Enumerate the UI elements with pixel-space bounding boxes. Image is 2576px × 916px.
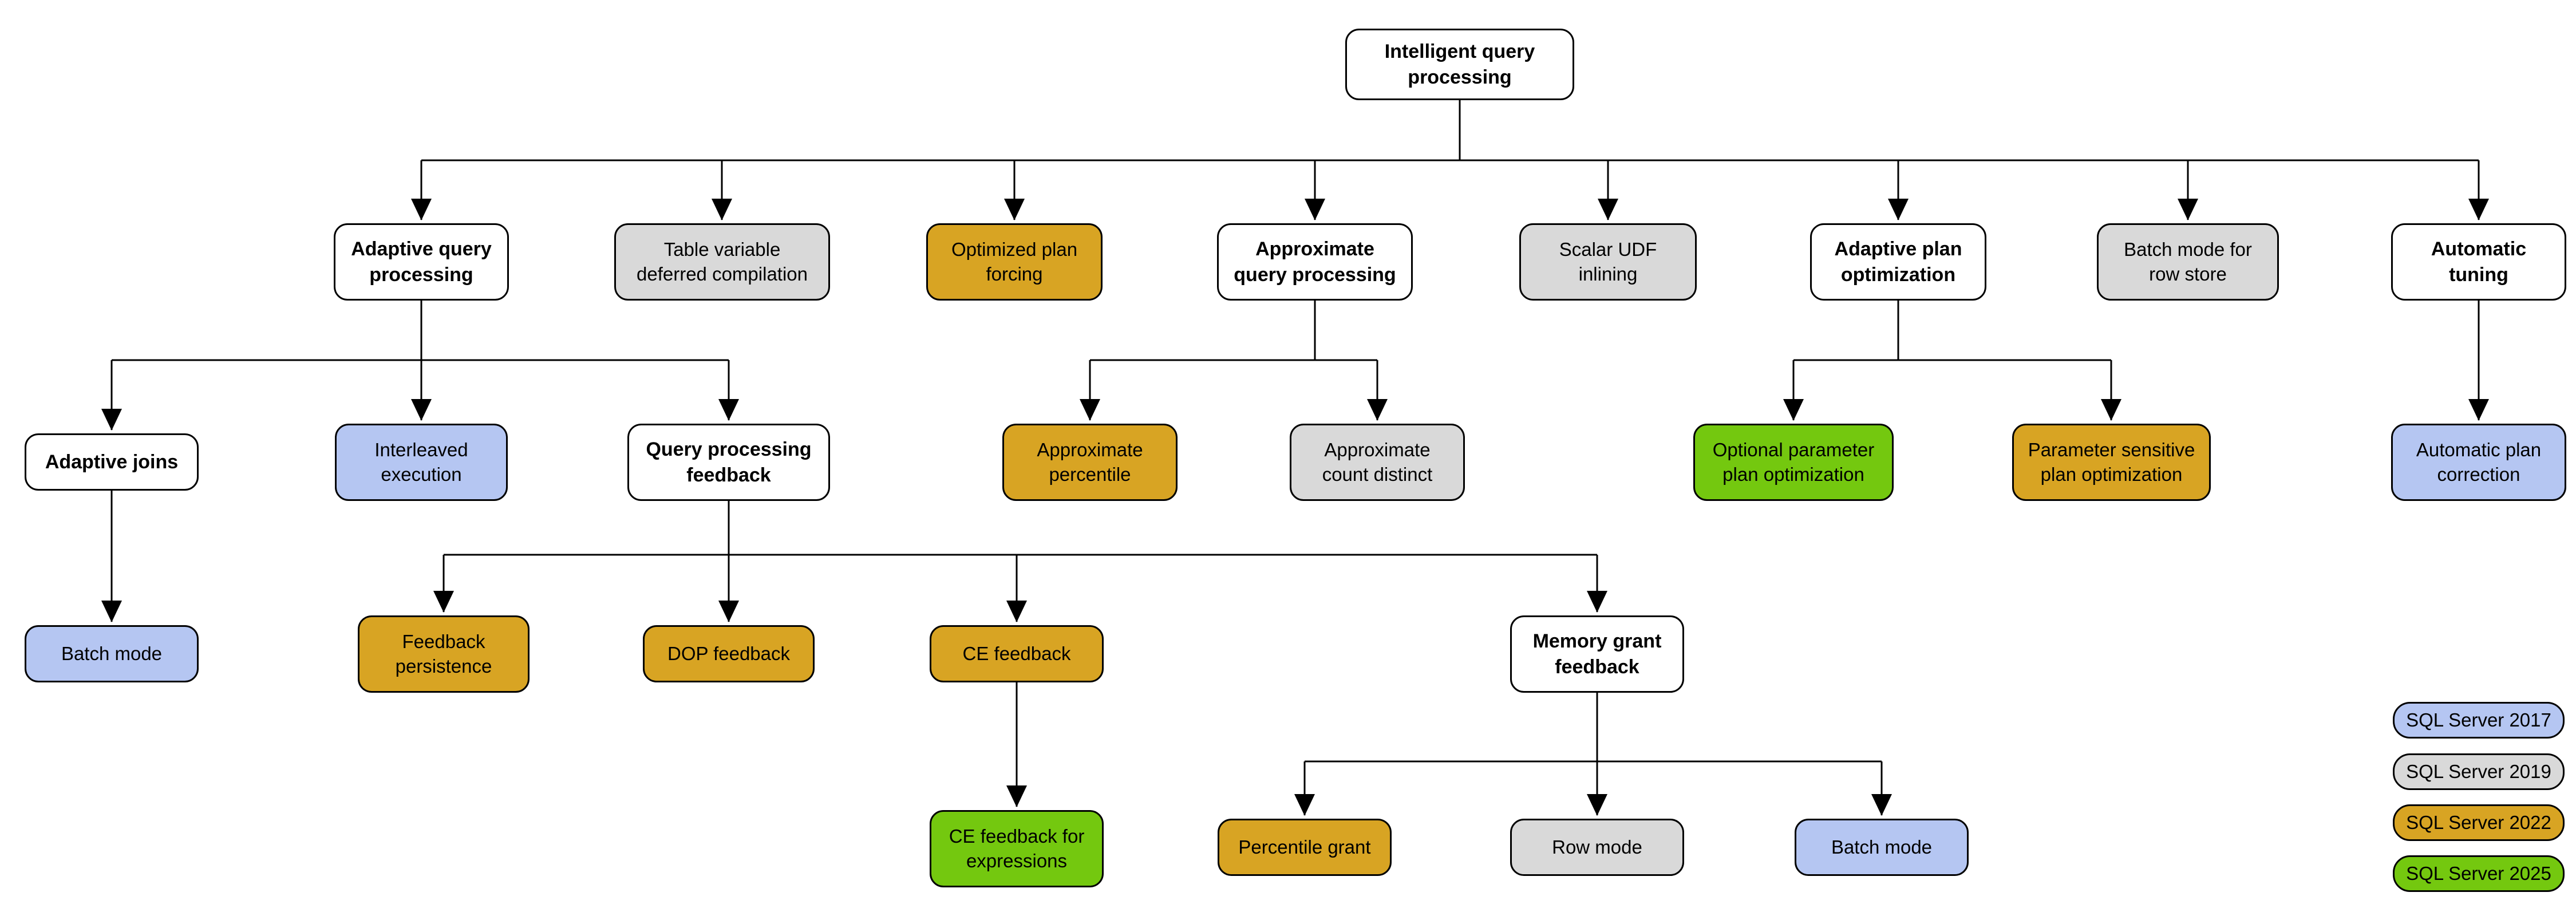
node-label: Adaptive query processing [351,238,492,286]
node-label: Batch mode for row store [2124,238,2252,285]
node-label: Adaptive joins [45,451,179,473]
node-dop-feedback: DOP feedback [643,625,815,682]
node-label: Memory grant feedback [1532,630,1662,678]
node-label: Approximate query processing [1234,238,1396,286]
node-adaptive-joins: Adaptive joins [25,433,199,491]
node-intelligent-query-processing: Intelligent query processing [1345,29,1574,100]
legend-label: SQL Server 2017 [2406,709,2551,731]
node-approximate-query-processing: Approximate query processing [1217,223,1413,301]
node-label: Batch mode [61,642,163,664]
node-label: Automatic tuning [2431,238,2527,286]
node-label: Batch mode [1831,836,1933,858]
node-label: CE feedback [962,642,1071,664]
node-label: Approximate count distinct [1322,439,1433,485]
node-automatic-plan-correction: Automatic plan correction [2391,424,2566,501]
node-label: CE feedback for expressions [949,825,1085,871]
node-label: Percentile grant [1238,836,1371,858]
node-label: Row mode [1552,836,1642,858]
node-interleaved-execution: Interleaved execution [335,424,508,501]
node-approximate-count-distinct: Approximate count distinct [1290,424,1465,501]
node-label: Approximate percentile [1037,439,1143,485]
node-approximate-percentile: Approximate percentile [1002,424,1178,501]
node-automatic-tuning: Automatic tuning [2391,223,2566,301]
node-label: Interleaved execution [374,439,468,485]
node-label: Intelligent query processing [1384,41,1535,88]
node-ce-feedback: CE feedback [930,625,1104,682]
node-label: Table variable deferred compilation [637,238,808,285]
legend-label: SQL Server 2019 [2406,761,2551,782]
node-optimized-plan-forcing: Optimized plan forcing [926,223,1103,301]
node-label: Scalar UDF inlining [1559,238,1657,285]
node-label: Automatic plan correction [2416,439,2542,485]
node-batch-mode-for-row-store: Batch mode for row store [2097,223,2279,301]
node-label: Query processing feedback [646,439,812,486]
node-feedback-persistence: Feedback persistence [358,615,530,693]
legend-label: SQL Server 2025 [2406,863,2551,884]
node-batch-mode-adaptive-joins: Batch mode [25,625,199,682]
node-percentile-grant: Percentile grant [1218,819,1392,876]
node-memory-grant-feedback: Memory grant feedback [1510,615,1684,693]
legend-sql-server-2019: SQL Server 2019 [2393,753,2565,790]
node-row-mode: Row mode [1510,819,1684,876]
node-ce-feedback-for-expressions: CE feedback for expressions [930,810,1104,887]
node-optional-parameter-plan-optimization: Optional parameter plan optimization [1693,424,1894,501]
node-label: DOP feedback [667,642,791,664]
node-adaptive-plan-optimization: Adaptive plan optimization [1810,223,1986,301]
node-label: Parameter sensitive plan optimization [2028,439,2195,485]
node-label: Adaptive plan optimization [1834,238,1962,286]
node-adaptive-query-processing: Adaptive query processing [334,223,509,301]
legend-sql-server-2025: SQL Server 2025 [2393,855,2565,892]
node-table-variable-deferred-compilation: Table variable deferred compilation [614,223,830,301]
legend-sql-server-2017: SQL Server 2017 [2393,702,2565,739]
node-label: Optional parameter plan optimization [1712,439,1875,485]
node-label: Optimized plan forcing [951,238,1078,285]
node-scalar-udf-inlining: Scalar UDF inlining [1519,223,1697,301]
node-parameter-sensitive-plan-optimization: Parameter sensitive plan optimization [2012,424,2211,501]
node-label: Feedback persistence [395,630,492,677]
legend-label: SQL Server 2022 [2406,812,2551,833]
node-query-processing-feedback: Query processing feedback [627,424,830,501]
node-batch-mode-grant: Batch mode [1795,819,1969,876]
legend-sql-server-2022: SQL Server 2022 [2393,804,2565,841]
